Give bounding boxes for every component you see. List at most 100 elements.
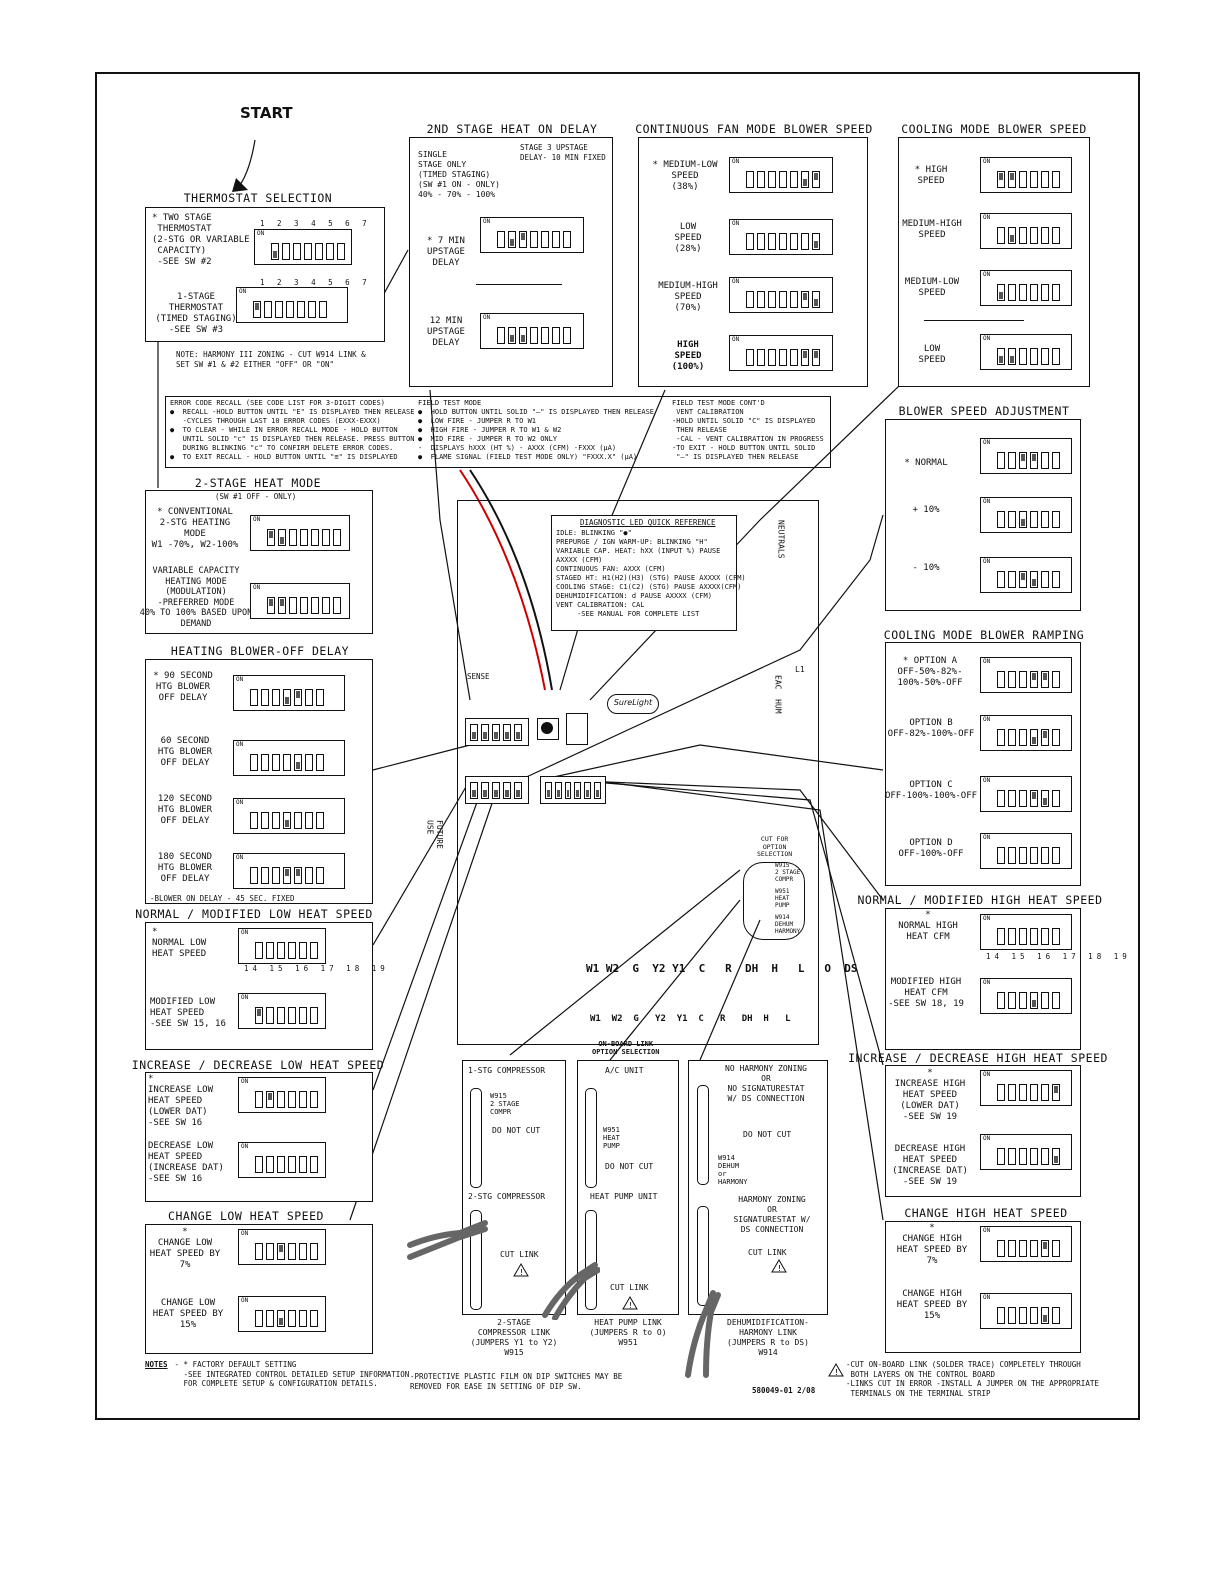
link-c2-mid: HEAT PUMP UNIT <box>590 1192 658 1201</box>
ramping-opt2: OPTION B OFF-82%-100%-OFF <box>887 718 975 739</box>
error-recall-col1: ERROR CODE RECALL (SEE CODE LIST FOR 3-D… <box>170 399 415 461</box>
led-display <box>566 713 588 745</box>
low-heat-opt1: * NORMAL LOW HEAT SPEED <box>152 927 207 959</box>
error-recall-box <box>165 396 831 468</box>
inc-low-opt2: DECREASE LOW HEAT SPEED (INCREASE DAT) -… <box>148 1141 224 1184</box>
diag-push-button[interactable] <box>537 718 559 740</box>
dip-switch-adj2: ON <box>980 497 1072 533</box>
dip-switch-fan1: ON <box>729 157 833 193</box>
dip-switch-cool4: ON <box>980 334 1072 370</box>
svg-text:!: ! <box>629 1301 632 1310</box>
two-stage-sub: (SW #1 OFF - ONLY) <box>215 492 297 501</box>
link-c2-top: A/C UNIT <box>605 1066 644 1075</box>
dip-numbers: 14 15 16 17 18 19 <box>986 952 1131 961</box>
fan-opt1: * MEDIUM-LOW SPEED (38%) <box>652 160 718 192</box>
link-box-compressor <box>462 1060 566 1315</box>
two-stage-title: 2-STAGE HEAT MODE <box>194 476 322 490</box>
ramping-opt3: OPTION C OFF-100%-100%-OFF <box>884 780 978 801</box>
link-c1-caption: 2-STAGE COMPRESSOR LINK (JUMPERS Y1 to Y… <box>470 1318 558 1357</box>
link-c3-caption: DEHUMIDIFICATION- HARMONY LINK (JUMPERS … <box>727 1318 809 1357</box>
note-1: - * FACTORY DEFAULT SETTING -SEE INTEGRA… <box>174 1360 410 1388</box>
blower-off-title: HEATING BLOWER-OFF DELAY <box>170 644 350 658</box>
high-heat-opt2: MODIFIED HIGH HEAT CFM -SEE SW 18, 19 <box>888 977 964 1009</box>
links-header: ON-BOARD LINK OPTION SELECTION <box>592 1040 660 1056</box>
divider <box>476 284 562 285</box>
surelight-logo: SureLight <box>607 694 659 714</box>
cooling-opt2: MEDIUM-HIGH SPEED <box>902 219 962 240</box>
diag-reference-box <box>551 515 737 631</box>
warning-icon: ! <box>513 1263 529 1277</box>
change-high-title: CHANGE HIGH HEAT SPEED <box>904 1206 1068 1220</box>
change-low-title: CHANGE LOW HEAT SPEED <box>168 1209 324 1223</box>
dip-switch-7min: ON <box>480 217 584 253</box>
inc-high-opt2: DECREASE HIGH HEAT SPEED (INCREASE DAT) … <box>892 1144 968 1187</box>
link-c1-dnc: DO NOT CUT <box>492 1126 541 1135</box>
dip-switch-ramp4: ON <box>980 833 1072 869</box>
l1-label: L1 <box>795 665 805 674</box>
dip-switch-inchigh1: ON <box>980 1070 1072 1106</box>
thermostat-opt2: 1-STAGE THERMOSTAT (TIMED STAGING) -SEE … <box>155 292 237 335</box>
link-c2-cut: CUT LINK <box>610 1283 649 1292</box>
notes-label: NOTES <box>145 1360 168 1369</box>
second-stage-12min: 12 MIN UPSTAGE DELAY <box>427 316 465 348</box>
second-stage-7min: * 7 MIN UPSTAGE DELAY <box>427 236 465 268</box>
dip-switch-2stg1: ON <box>250 515 350 551</box>
link-c2-link: W951 HEAT PUMP <box>603 1126 620 1150</box>
dip-switch-chhigh1: ON <box>980 1226 1072 1262</box>
warning-icon: ! <box>622 1296 638 1310</box>
change-low-opt1: * CHANGE LOW HEAT SPEED BY 7% <box>149 1227 221 1270</box>
dip-switch-boff4: ON <box>233 853 345 889</box>
link-bar-c2a <box>585 1088 597 1188</box>
link-oval <box>743 862 805 940</box>
high-heat-title: NORMAL / MODIFIED HIGH HEAT SPEED <box>857 893 1103 907</box>
dip-bank-1-7 <box>465 718 529 746</box>
thermostat-note: NOTE: HARMONY III ZONING - CUT W914 LINK… <box>176 350 366 369</box>
cooling-opt4: LOW SPEED <box>918 344 946 365</box>
fan-opt3: MEDIUM-HIGH SPEED (70%) <box>658 281 718 313</box>
board-w914: W914 DEHUM HARMONY <box>775 914 801 935</box>
link-c2-dnc: DO NOT CUT <box>605 1162 654 1171</box>
svg-text:!: ! <box>835 1368 838 1377</box>
link-c3-cut: CUT LINK <box>748 1248 787 1257</box>
link-c2-caption: HEAT PUMP LINK (JUMPERS R to O) W951 <box>589 1318 667 1347</box>
dip-switch-ramp3: ON <box>980 776 1072 812</box>
dip-switch-boff1: ON <box>233 675 345 711</box>
start-label: START <box>240 104 293 122</box>
link-box-dehum <box>688 1060 828 1315</box>
dip-switch-fan2: ON <box>729 219 833 255</box>
link-c1-top: 1-STG COMPRESSOR <box>468 1066 546 1075</box>
dip-switch-low2: ON <box>238 993 326 1029</box>
eac-hum-label: EAC HUM <box>773 675 783 714</box>
change-high-opt1: * CHANGE HIGH HEAT SPEED BY 7% <box>896 1223 968 1266</box>
low-heat-title: NORMAL / MODIFIED LOW HEAT SPEED <box>135 907 373 921</box>
note-2: -PROTECTIVE PLASTIC FILM ON DIP SWITCHES… <box>410 1372 623 1391</box>
terminal-strip: W1 W2 G Y2 Y1 C R DH H L O DS <box>586 962 858 975</box>
dip-switch-inchigh2: ON <box>980 1134 1072 1170</box>
wire-cutter-icon <box>542 1262 600 1320</box>
dip-switch-adj1: ON <box>980 438 1072 474</box>
dip-switch-cool1: ON <box>980 157 1072 193</box>
blower-adj-title: BLOWER SPEED ADJUSTMENT <box>898 404 1070 418</box>
warning-icon: ! <box>771 1259 787 1273</box>
dip-switch-cool2: ON <box>980 213 1072 249</box>
warning-icon: ! <box>828 1363 844 1377</box>
dip-switch-ramp2: ON <box>980 715 1072 751</box>
dip-bank-14-19 <box>540 776 606 804</box>
link-c1-link: W915 2 STAGE COMPR <box>490 1092 520 1116</box>
dip-switch-high1: ON <box>980 914 1072 950</box>
sense-label: SENSE <box>467 672 490 681</box>
link-c3-link: W914 DEHUM or HARMONY <box>718 1154 748 1186</box>
cooling-speed-title: COOLING MODE BLOWER SPEED <box>901 122 1087 136</box>
svg-text:!: ! <box>778 1264 781 1273</box>
part-number: 580049-01 2/08 <box>752 1386 816 1395</box>
inc-low-title: INCREASE / DECREASE LOW HEAT SPEED <box>131 1058 385 1072</box>
thermostat-opt1: * TWO STAGE THERMOSTAT (2-STG OR VARIABL… <box>152 213 250 267</box>
dip-switch-thermo-2stg: ON <box>254 229 352 265</box>
board-w951: W951 HEAT PUMP <box>775 888 790 909</box>
diag-body: IDLE: BLINKING "●" PREPURGE / IGN WARM-U… <box>556 529 746 618</box>
blower-off-note: -BLOWER ON DELAY - 45 SEC. FIXED <box>150 894 295 903</box>
field-test-col2: FIELD TEST MODE ● HOLD BUTTON UNTIL SOLI… <box>418 399 655 461</box>
dip-switch-chlow1: ON <box>238 1229 326 1265</box>
dip-switch-boff2: ON <box>233 740 345 776</box>
